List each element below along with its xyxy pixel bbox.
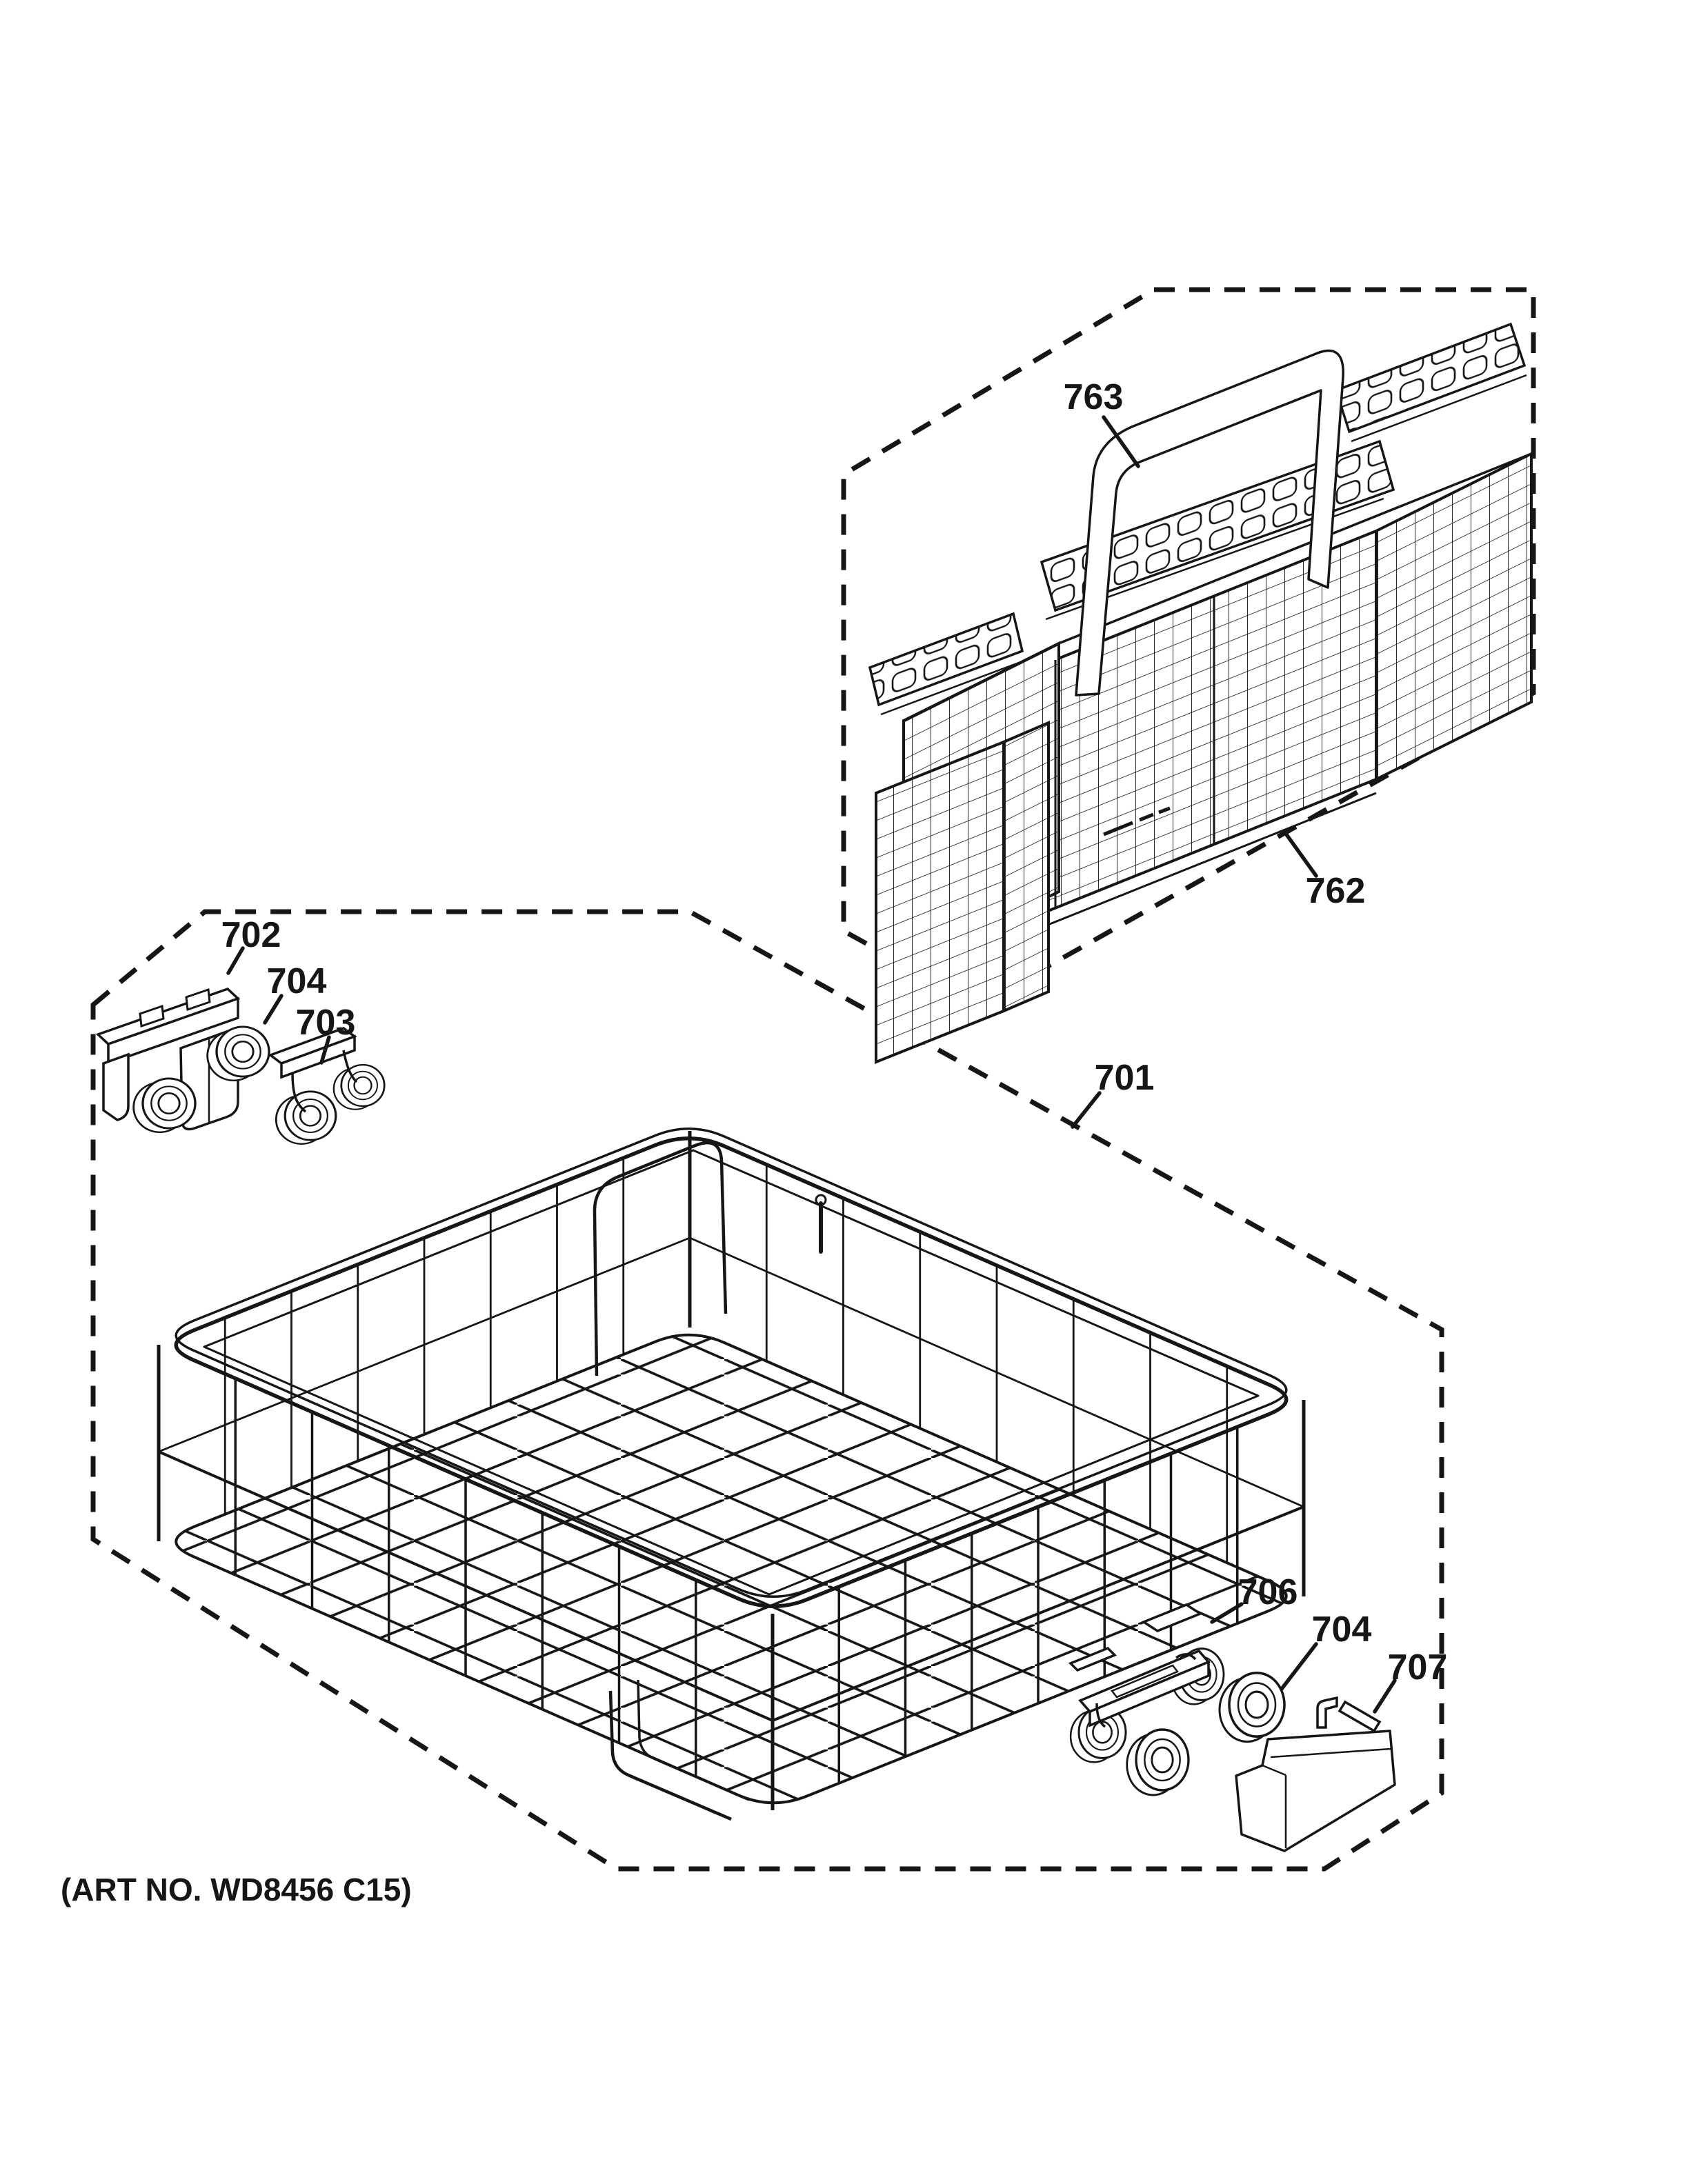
callout-704-right: 704 [1312, 1610, 1372, 1650]
spare-wheel-right [1125, 1728, 1190, 1796]
roller-bracket-706 [1068, 1603, 1225, 1763]
roller-wheel-704-right [1218, 1671, 1286, 1743]
basket-lid-right [1334, 322, 1527, 443]
right-roller-parts [1068, 1603, 1396, 1852]
callout-701: 701 [1095, 1058, 1155, 1098]
leader-702 [226, 946, 245, 975]
leader-703 [319, 1035, 331, 1065]
left-roller-parts [95, 987, 386, 1145]
callout-707: 707 [1388, 1647, 1448, 1687]
callout-763: 763 [1064, 377, 1124, 417]
leader-762 [1282, 830, 1318, 878]
callout-703: 703 [296, 1003, 356, 1043]
basket-right-end-face [1375, 451, 1533, 782]
leader-701 [1071, 1091, 1102, 1129]
callout-706: 706 [1238, 1572, 1298, 1612]
end-cap-707 [1235, 1696, 1396, 1852]
basket-lid-left [868, 612, 1025, 716]
lower-rack-drawing [157, 1128, 1306, 1821]
callout-702: 702 [221, 915, 281, 955]
basket-left-module [875, 740, 1005, 1064]
leader-704-right [1280, 1642, 1318, 1691]
leader-704-left [263, 994, 284, 1025]
leader-706 [1210, 1602, 1244, 1624]
callouts: 763 762 701 702 704 703 706 704 707 [221, 377, 1448, 1714]
art-number: (ART NO. WD8456 C15) [61, 1872, 412, 1907]
callout-762: 762 [1306, 871, 1366, 911]
leader-763 [1102, 415, 1140, 468]
roller-bracket-703 [268, 1027, 386, 1145]
basket-handle [1075, 349, 1344, 697]
basket-stamp-marks [1103, 806, 1171, 836]
callout-704-left: 704 [267, 961, 327, 1001]
lower-boundary [90, 909, 1444, 1872]
leader-707 [1373, 1679, 1397, 1714]
silverware-basket-drawing [868, 322, 1533, 1064]
